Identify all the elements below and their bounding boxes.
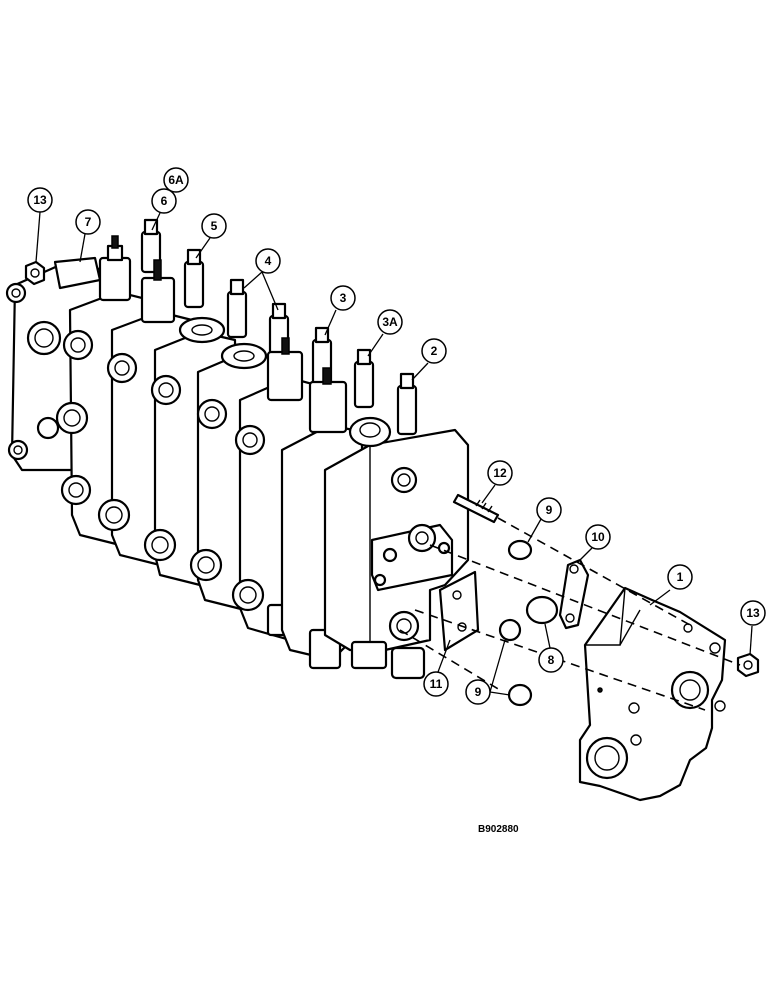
callout-8: 8: [538, 647, 564, 673]
callout-6: 6: [151, 188, 177, 214]
callout-label: 9: [546, 503, 553, 517]
callout-label: 3A: [382, 315, 398, 329]
callout-label: 13: [746, 606, 760, 620]
o-ring-8: [525, 595, 559, 625]
stud-12: [452, 493, 500, 524]
callout-label: 10: [591, 530, 605, 544]
callout-7: 7: [75, 209, 101, 235]
nut-13-left: [24, 260, 46, 286]
nut-13-right: [736, 652, 760, 678]
plate-10: [558, 558, 590, 630]
callout-label: 6A: [168, 173, 184, 187]
callout-9-upper: 9: [536, 497, 562, 523]
o-ring-9-middle: [498, 618, 522, 642]
callout-label: 7: [85, 215, 92, 229]
callout-12: 12: [487, 460, 513, 486]
callout-3a: 3A: [377, 309, 403, 335]
callout-label: 13: [33, 193, 47, 207]
leader-lines: [35, 211, 753, 696]
callout-4: 4: [255, 248, 281, 274]
valve-section-2: [323, 372, 470, 680]
callout-13-top-left: 13: [27, 187, 53, 213]
callout-11: 11: [423, 671, 449, 697]
outlet-end-cover-1: [578, 586, 727, 802]
callout-label: 8: [548, 653, 555, 667]
callout-2: 2: [421, 338, 447, 364]
callout-6a: 6A: [163, 167, 189, 193]
callout-label: 9: [475, 685, 482, 699]
callout-13-right: 13: [740, 600, 766, 626]
callout-label: 6: [161, 194, 168, 208]
callout-label: 5: [211, 219, 218, 233]
callout-5: 5: [201, 213, 227, 239]
drawing-code: B902880: [478, 824, 519, 835]
callout-label: 11: [430, 677, 443, 691]
callout-label: 2: [431, 344, 438, 358]
inlet-end-cover: [5, 256, 114, 472]
o-ring-9-lower: [507, 683, 533, 707]
callout-10: 10: [585, 524, 611, 550]
valve-stack: [5, 218, 470, 680]
callout-1: 1: [667, 564, 693, 590]
callout-9-lower: 9: [465, 679, 491, 705]
callout-label: 1: [677, 570, 684, 584]
callout-label: 4: [265, 254, 272, 268]
o-ring-9-upper: [507, 539, 533, 561]
callout-label: 3: [340, 291, 347, 305]
callout-3: 3: [330, 285, 356, 311]
callout-label: 12: [493, 466, 507, 480]
